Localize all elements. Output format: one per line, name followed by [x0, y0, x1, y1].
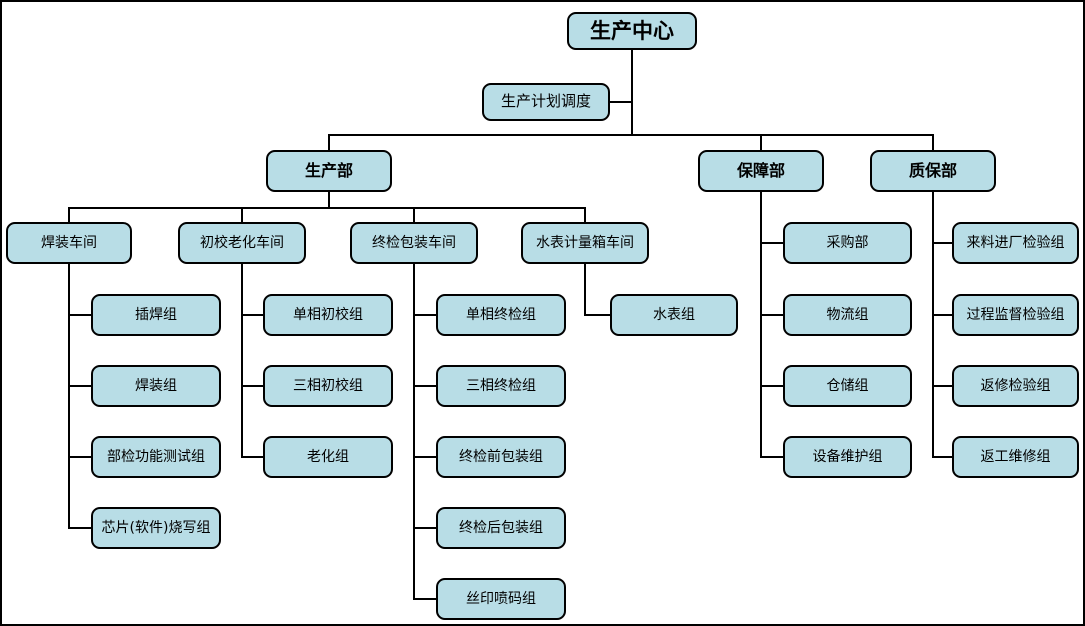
connector-line [932, 192, 934, 458]
connector-line [631, 50, 633, 136]
connector-line [413, 314, 436, 316]
connector-line [68, 456, 91, 458]
connector-line [932, 456, 952, 458]
connector-line [760, 456, 783, 458]
node-production-dept: 生产部 [266, 150, 392, 192]
connector-line [328, 134, 330, 150]
node-aging-group: 老化组 [263, 436, 393, 478]
connector-line [413, 385, 436, 387]
node-three-phase-calibration-group: 三相初校组 [263, 365, 393, 407]
node-three-phase-final-inspection-group: 三相终检组 [436, 365, 566, 407]
node-calibration-aging-workshop: 初校老化车间 [178, 222, 306, 264]
node-equipment-maintenance-group: 设备维护组 [783, 436, 912, 478]
connector-line [932, 242, 952, 244]
node-production-planning-scheduling: 生产计划调度 [482, 83, 610, 121]
connector-line [760, 314, 783, 316]
connector-line [932, 385, 952, 387]
connector-line [584, 207, 586, 222]
node-water-meter-box-workshop: 水表计量箱车间 [521, 222, 649, 264]
node-repair-inspection-group: 返修检验组 [952, 365, 1079, 407]
node-warehousing-group: 仓储组 [783, 365, 912, 407]
node-single-phase-final-inspection-group: 单相终检组 [436, 294, 566, 336]
connector-line [413, 264, 415, 600]
connector-line [68, 264, 70, 529]
node-post-inspection-packaging-group: 终检后包装组 [436, 507, 566, 549]
connector-line [760, 385, 783, 387]
connector-line [241, 385, 263, 387]
connector-line [584, 314, 610, 316]
node-incoming-material-inspection-group: 来料进厂检验组 [952, 222, 1079, 264]
connector-line [241, 314, 263, 316]
connector-line [584, 264, 586, 316]
connector-line [760, 192, 762, 458]
connector-line [413, 207, 415, 222]
connector-line [413, 456, 436, 458]
connector-line [760, 134, 762, 150]
connector-line [68, 527, 91, 529]
node-welding-workshop: 焊装车间 [6, 222, 132, 264]
connector-line [241, 456, 263, 458]
connector-line [241, 264, 243, 458]
node-pre-inspection-packaging-group: 终检前包装组 [436, 436, 566, 478]
connector-line [413, 598, 436, 600]
connector-line [932, 314, 952, 316]
node-logistics-group: 物流组 [783, 294, 912, 336]
node-chip-software-programming-group: 芯片(软件)烧写组 [91, 507, 221, 549]
node-silkscreen-coding-group: 丝印喷码组 [436, 578, 566, 620]
node-welding-group: 焊装组 [91, 365, 221, 407]
node-component-inspection-test-group: 部检功能测试组 [91, 436, 221, 478]
node-production-center: 生产中心 [567, 12, 697, 50]
node-single-phase-calibration-group: 单相初校组 [263, 294, 393, 336]
connector-line [932, 134, 934, 150]
node-rework-maintenance-group: 返工维修组 [952, 436, 1079, 478]
node-final-inspection-packaging-workshop: 终检包装车间 [350, 222, 478, 264]
connector-line [68, 207, 586, 209]
connector-line [68, 385, 91, 387]
connector-line [760, 242, 783, 244]
node-qa-dept: 质保部 [870, 150, 996, 192]
connector-line [241, 207, 243, 222]
node-support-dept: 保障部 [698, 150, 824, 192]
node-purchasing-dept: 采购部 [783, 222, 912, 264]
connector-line [413, 527, 436, 529]
connector-line [328, 134, 934, 136]
node-process-supervision-inspection-group: 过程监督检验组 [952, 294, 1079, 336]
connector-line [328, 192, 330, 207]
connector-line [610, 101, 632, 103]
node-water-meter-group: 水表组 [610, 294, 738, 336]
node-plug-welding-group: 插焊组 [91, 294, 221, 336]
connector-line [68, 314, 91, 316]
connector-line [68, 207, 70, 222]
